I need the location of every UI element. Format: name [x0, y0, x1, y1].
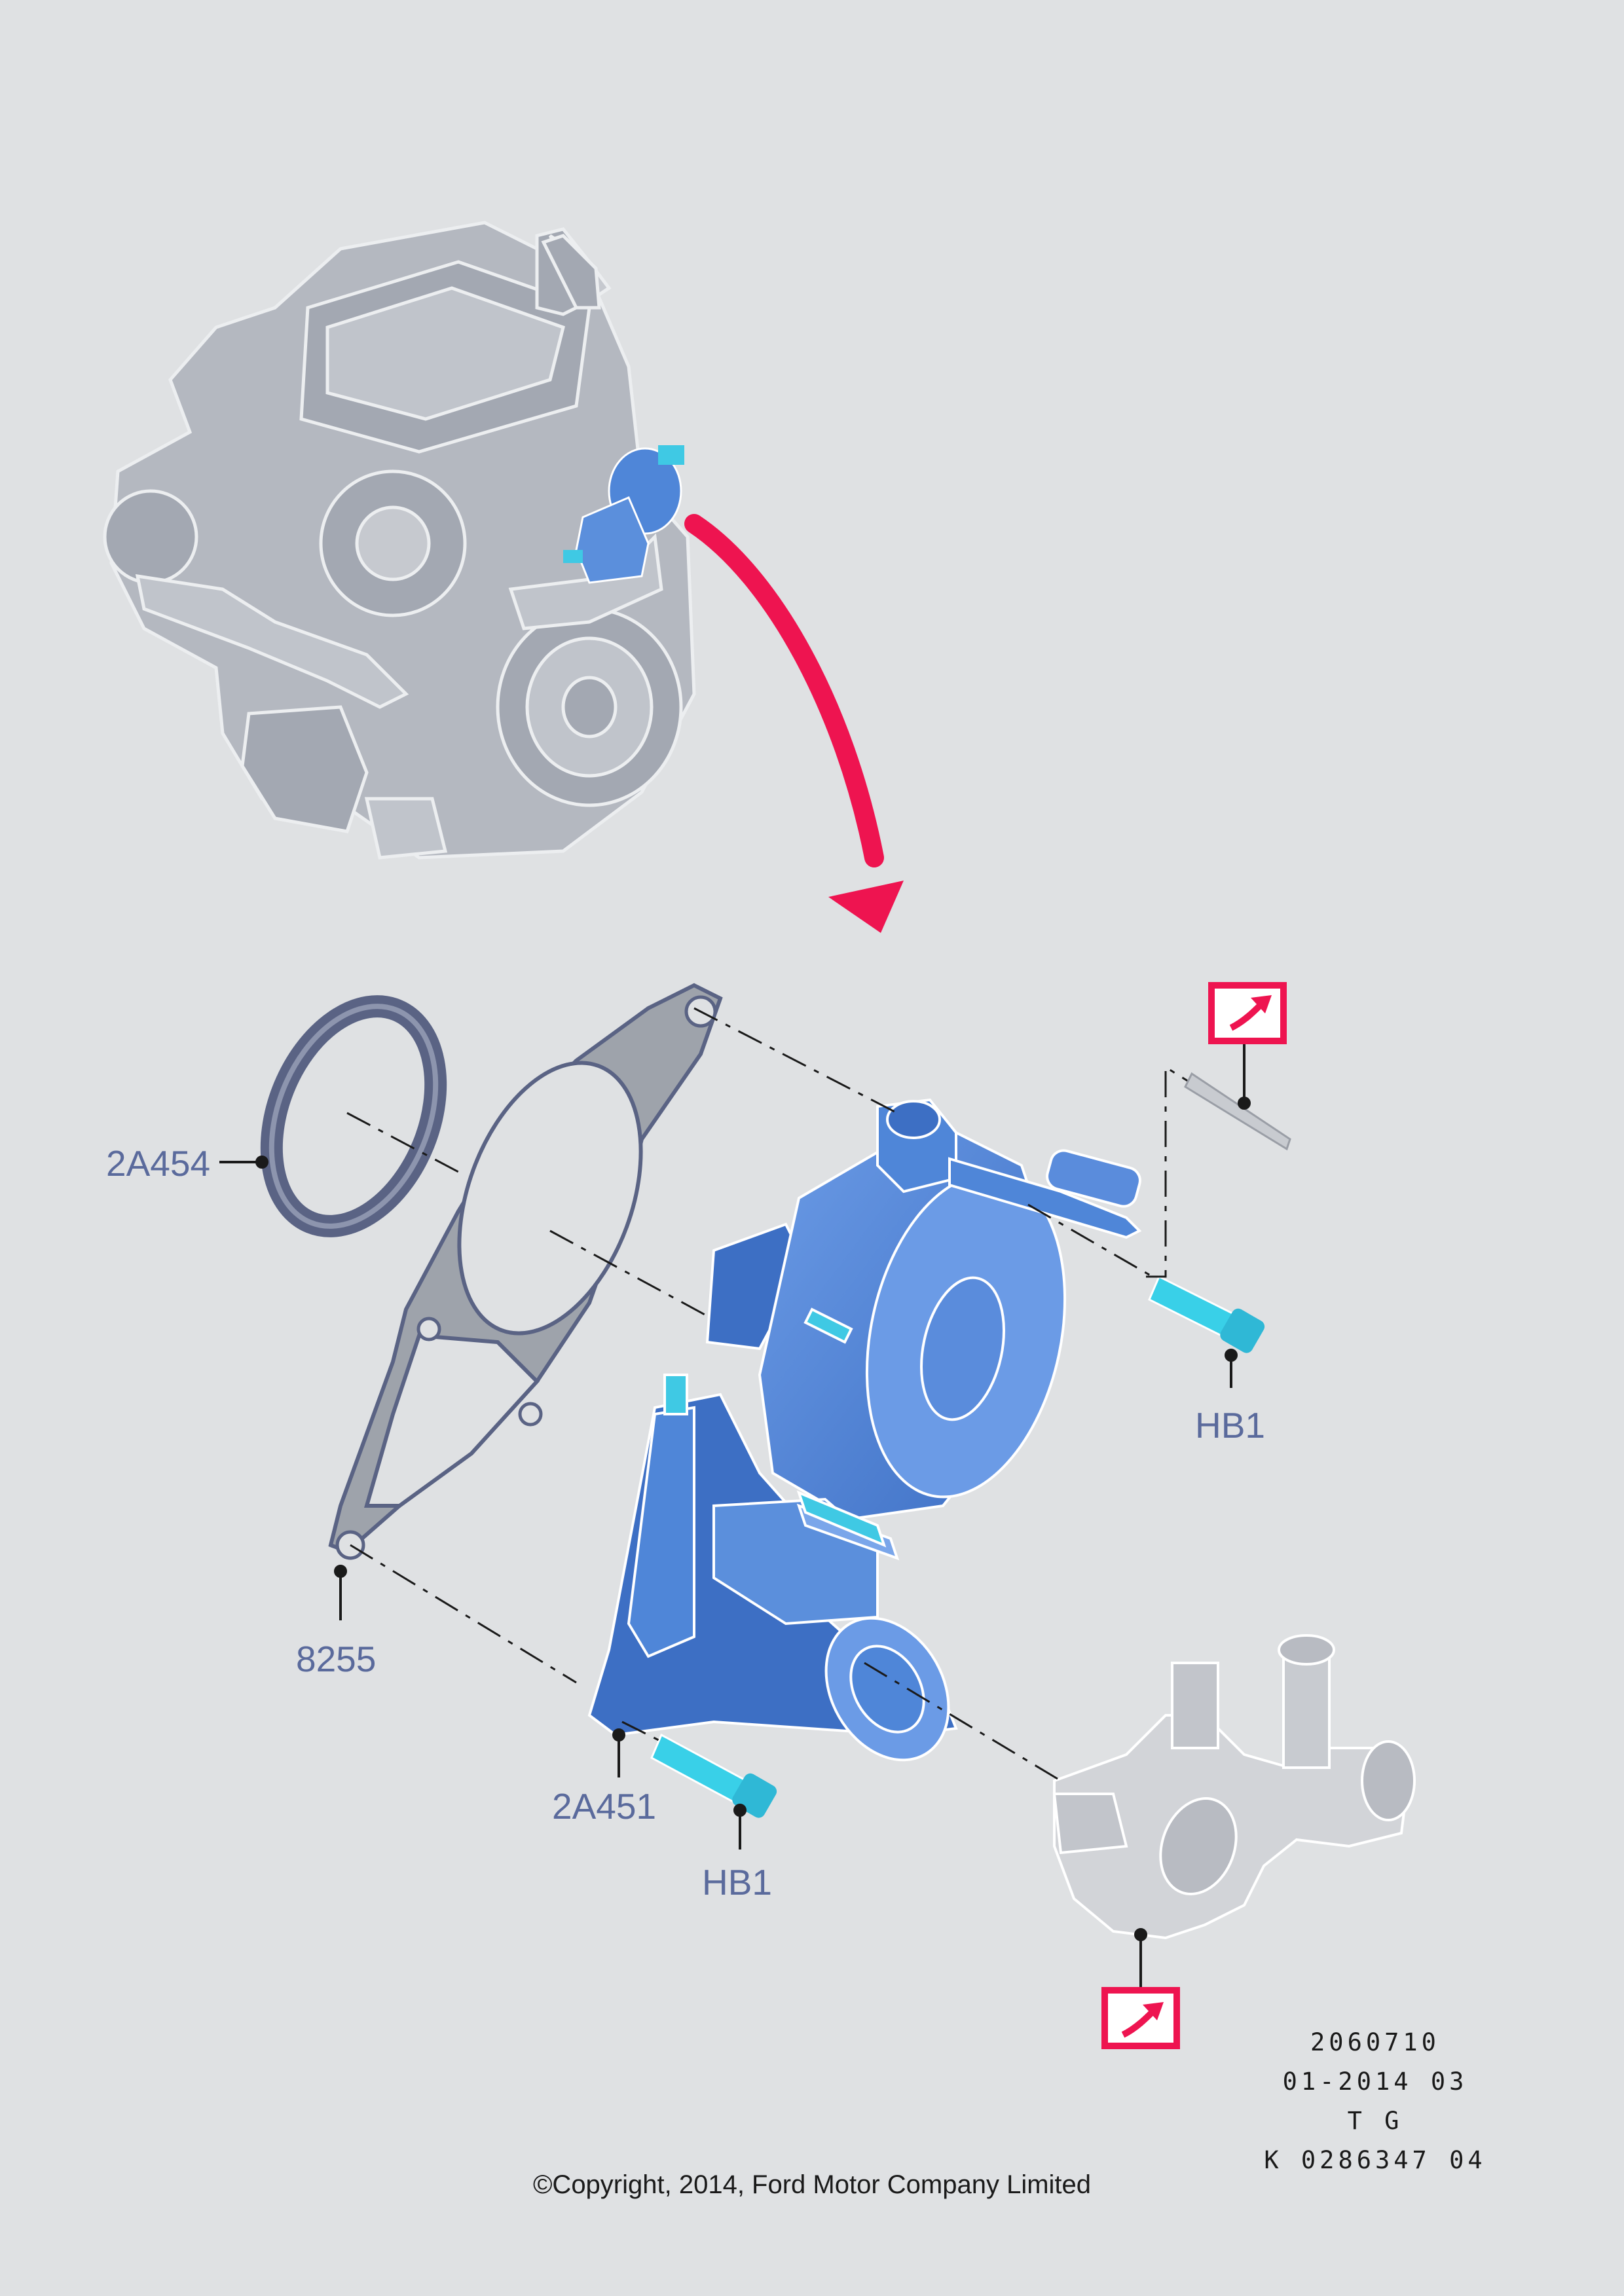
reference-line-1: 2060710	[1310, 2028, 1440, 2056]
reference-line-4: K 0286347 04	[1264, 2146, 1486, 2174]
related-part-arrow-icon	[1208, 982, 1287, 1044]
callout-bolt-lower: HB1	[702, 1862, 772, 1903]
engine-illustration	[103, 221, 696, 860]
bolt-upper	[1148, 1275, 1265, 1353]
callout-gasket: 8255	[296, 1639, 377, 1679]
vacuum-pump-location-highlight	[563, 445, 684, 584]
reference-line-3: T G	[1347, 2107, 1403, 2135]
vacuum-pump	[587, 1098, 1142, 1762]
callout-seal: 2A454	[106, 1143, 211, 1184]
callout-bolt-upper: HB1	[1195, 1405, 1265, 1446]
bolt-lower	[650, 1733, 777, 1818]
seal-ring	[260, 995, 447, 1237]
thermostat-housing	[1052, 1634, 1416, 1940]
callout-vacuum-pump: 2A451	[552, 1786, 657, 1827]
related-pipe-partial	[1184, 1072, 1291, 1151]
gasket	[328, 983, 723, 1560]
reference-line-2: 01-2014 03	[1282, 2068, 1468, 2096]
leader-lines	[219, 1034, 1251, 1987]
copyright-notice: ©Copyright, 2014, Ford Motor Company Lim…	[532, 2170, 1092, 2199]
location-arrow	[684, 514, 904, 933]
related-part-arrow-icon	[1101, 1987, 1180, 2049]
reference-block: 2060710 01-2014 03 T G K 0286347 04	[1231, 2023, 1519, 2180]
